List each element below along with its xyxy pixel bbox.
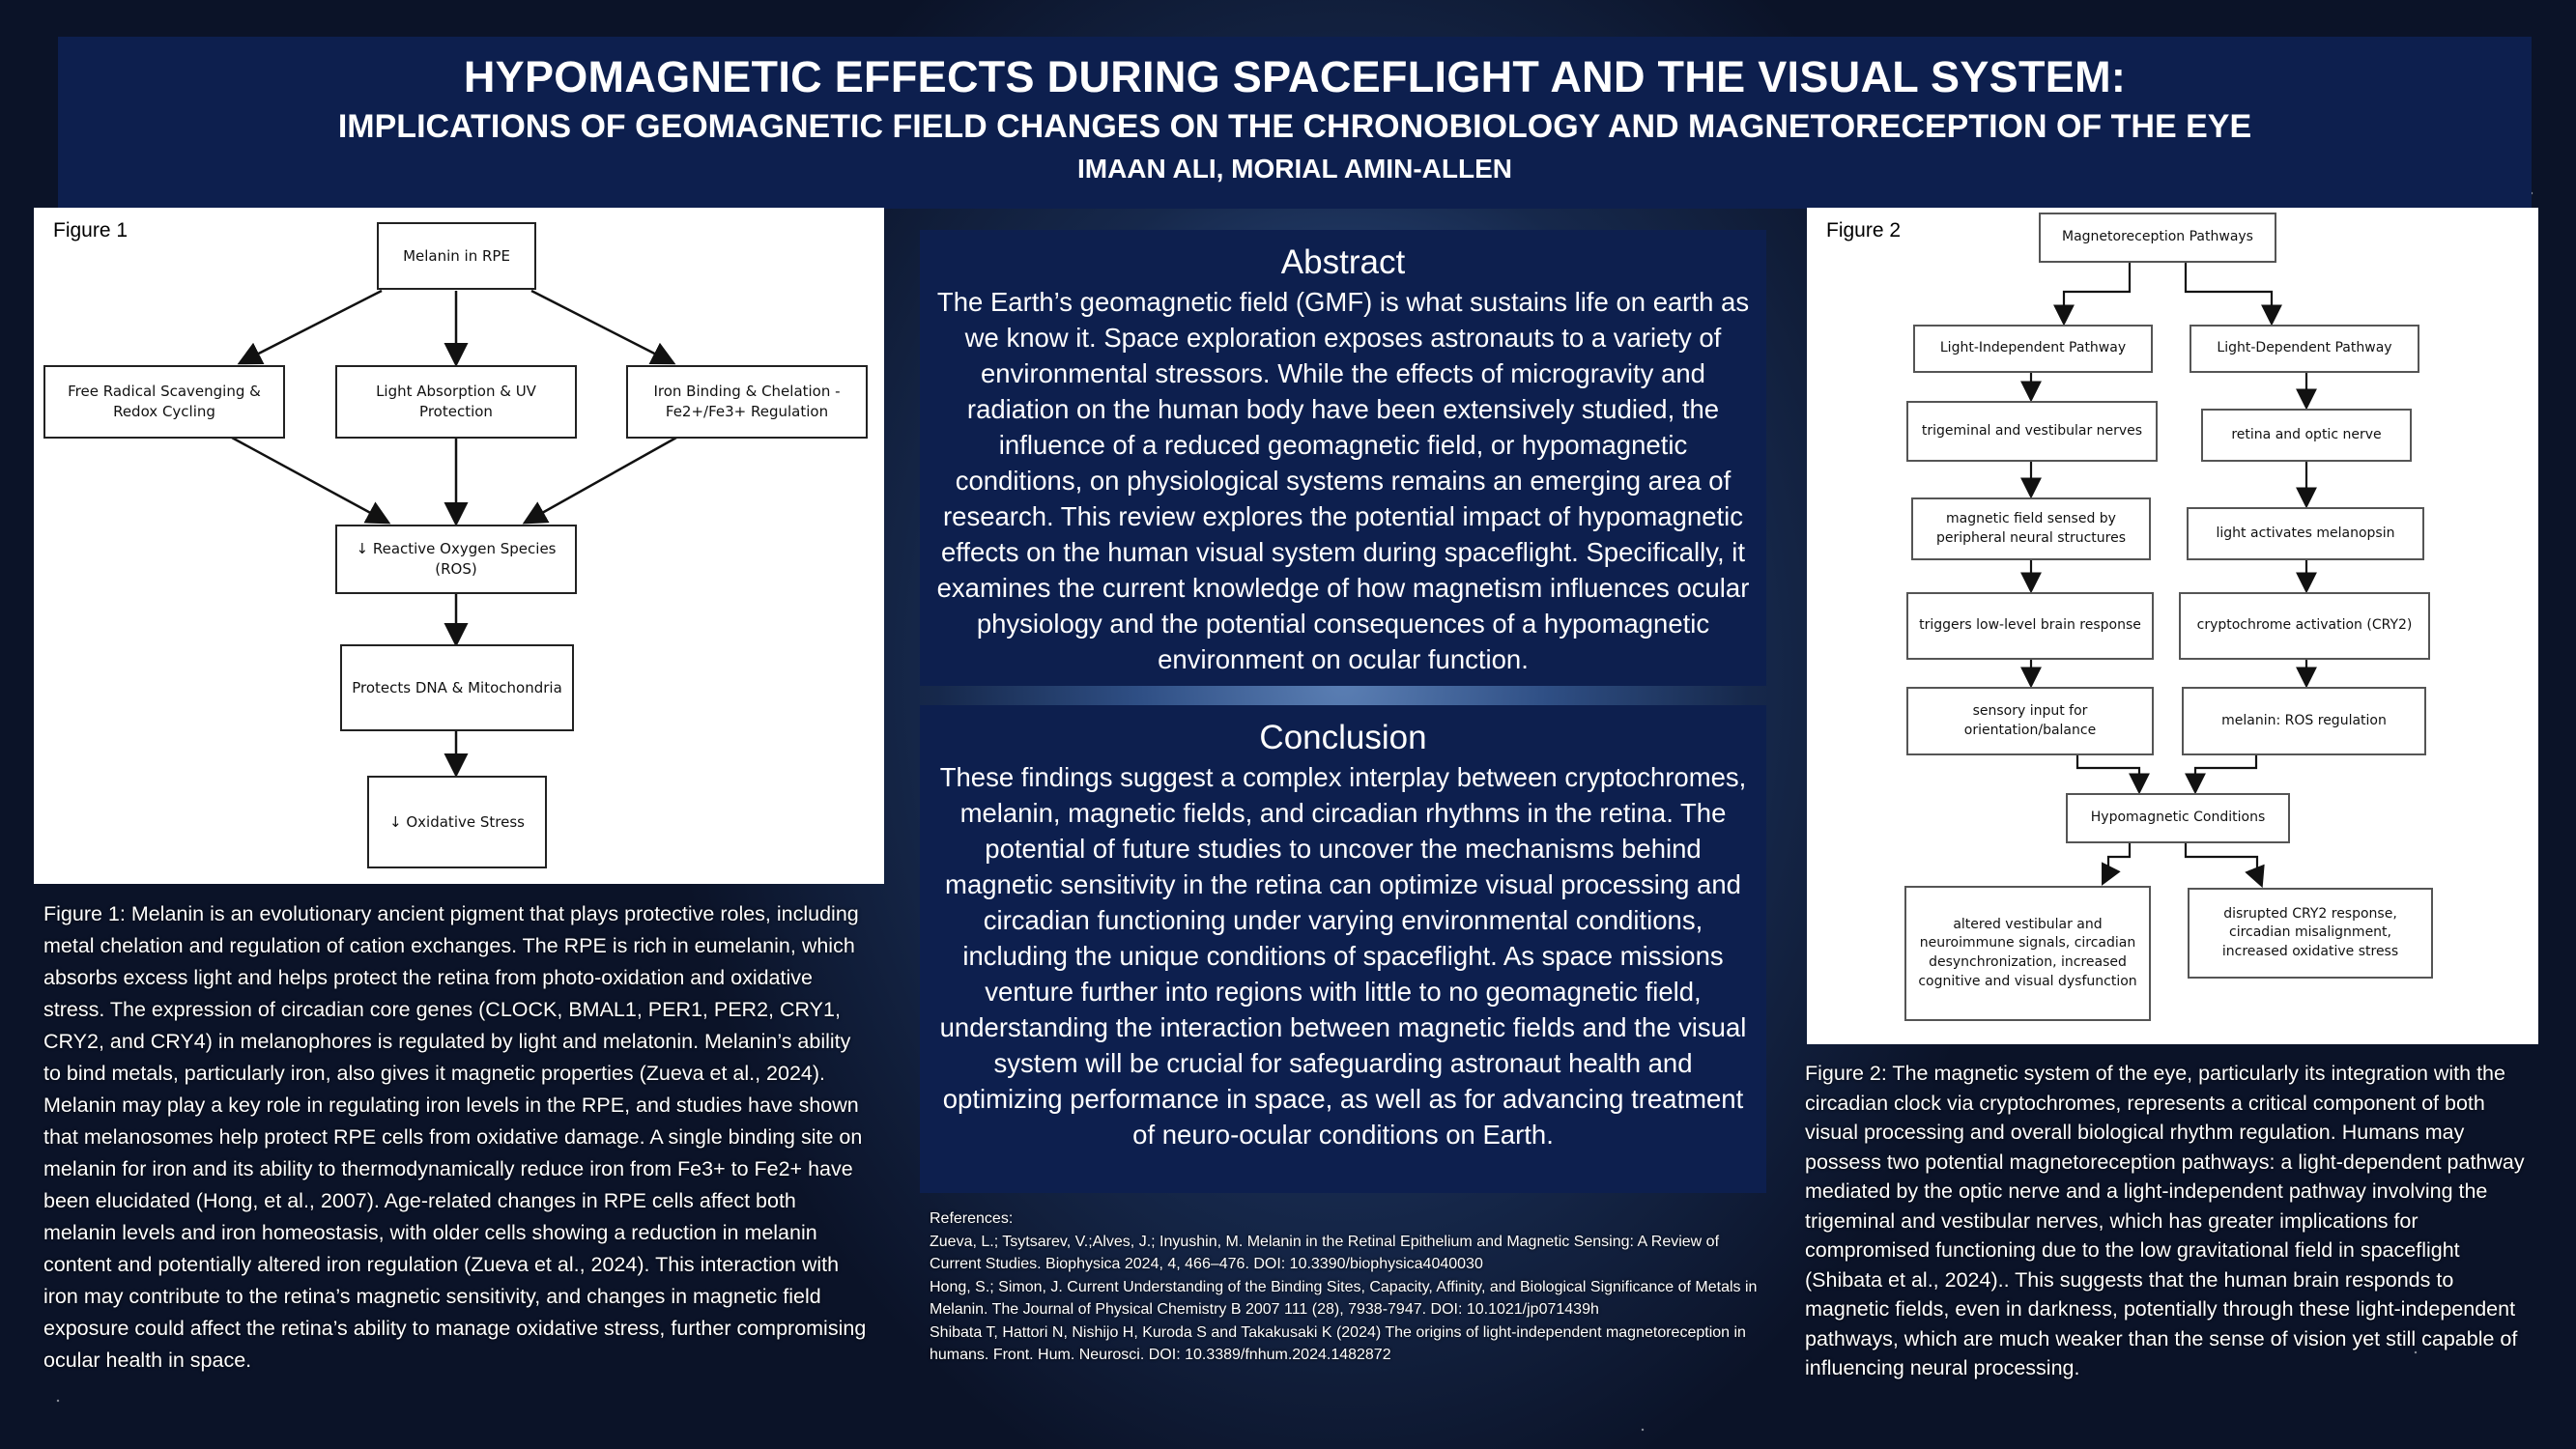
conclusion-body: These findings suggest a complex interpl… <box>939 762 1747 1150</box>
node-light-dependent-pathway: Light-Dependent Pathway <box>2190 325 2419 373</box>
node-light-absorption: Light Absorption & UV Protection <box>335 365 577 439</box>
node-light-independent-pathway: Light-Independent Pathway <box>1913 325 2153 373</box>
figure-1-label: Figure 1 <box>53 219 129 242</box>
node-altered-vestibular-signals: altered vestibular and neuroimmune signa… <box>1904 886 2151 1021</box>
figure-1-caption: Figure 1: Melanin is an evolutionary anc… <box>43 902 867 1372</box>
node-sensory-input-orientation: sensory input for orientation/balance <box>1906 687 2154 755</box>
node-free-radical-scavenging: Free Radical Scavenging & Redox Cycling <box>43 365 285 439</box>
node-cryptochrome-activation: cryptochrome activation (CRY2) <box>2179 592 2430 660</box>
conclusion-section: Conclusion These findings suggest a comp… <box>920 705 1766 1193</box>
poster-subtitle: IMPLICATIONS OF GEOMAGNETIC FIELD CHANGE… <box>337 108 2252 145</box>
conclusion-heading: Conclusion <box>1259 719 1427 756</box>
reference-item: Hong, S.; Simon, J. Current Understandin… <box>930 1278 1758 1319</box>
node-light-activates-melanopsin: light activates melanopsin <box>2187 507 2424 560</box>
node-oxidative-stress: ↓ Oxidative Stress <box>367 776 547 868</box>
reference-item: Zueva, L.; Tsytsarev, V.;Alves, J.; Inyu… <box>930 1233 1720 1273</box>
figure-2-caption: Figure 2: The magnetic system of the eye… <box>1805 1062 2525 1379</box>
references-title: References: <box>930 1210 1014 1227</box>
node-melanin-in-rpe: Melanin in RPE <box>377 222 536 290</box>
node-hypomagnetic-conditions: Hypomagnetic Conditions <box>2066 793 2290 843</box>
figure-1-arrows <box>231 289 677 778</box>
node-reactive-oxygen-species: ↓ Reactive Oxygen Species (ROS) <box>335 525 577 594</box>
node-trigeminal-vestibular-nerves: trigeminal and vestibular nerves <box>1906 401 2158 462</box>
node-protects-dna: Protects DNA & Mitochondria <box>340 644 574 731</box>
abstract-heading: Abstract <box>1280 243 1406 281</box>
poster-title: HYPOMAGNETIC EFFECTS DURING SPACEFLIGHT … <box>463 52 2127 101</box>
node-disrupted-cry2-response: disrupted CRY2 response, circadian misal… <box>2188 888 2433 979</box>
node-retina-optic-nerve: retina and optic nerve <box>2201 409 2412 462</box>
node-magnetoreception-pathways: Magnetoreception Pathways <box>2039 213 2276 263</box>
abstract-body: The Earth’s geomagnetic field (GMF) is w… <box>936 287 1750 674</box>
poster-authors: IMAAN ALI, MORIAL AMIN-ALLEN <box>1076 154 1513 184</box>
references-section: References: Zueva, L.; Tsytsarev, V.;Alv… <box>930 1208 1760 1367</box>
figure-2-panel: Figure 2 Magnetoreception Pathways Light… <box>1807 208 2538 1044</box>
node-triggers-brain-response: triggers low-level brain response <box>1906 592 2154 660</box>
figure-2-arrows <box>2020 263 2317 889</box>
node-melanin-ros-regulation: melanin: ROS regulation <box>2182 687 2426 755</box>
figure-2-label: Figure 2 <box>1826 219 1902 242</box>
abstract-section: Abstract The Earth’s geomagnetic field (… <box>920 230 1766 686</box>
figure-1-panel: Figure 1 Melanin in RPE Free Radical Sca… <box>34 208 884 884</box>
poster-header: HYPOMAGNETIC EFFECTS DURING SPACEFLIGHT … <box>58 37 2532 209</box>
node-magnetic-field-sensed: magnetic field sensed by peripheral neur… <box>1911 497 2151 560</box>
reference-item: Shibata T, Hattori N, Nishijo H, Kuroda … <box>930 1323 1746 1364</box>
node-iron-binding: Iron Binding & Chelation - Fe2+/Fe3+ Reg… <box>626 365 868 439</box>
